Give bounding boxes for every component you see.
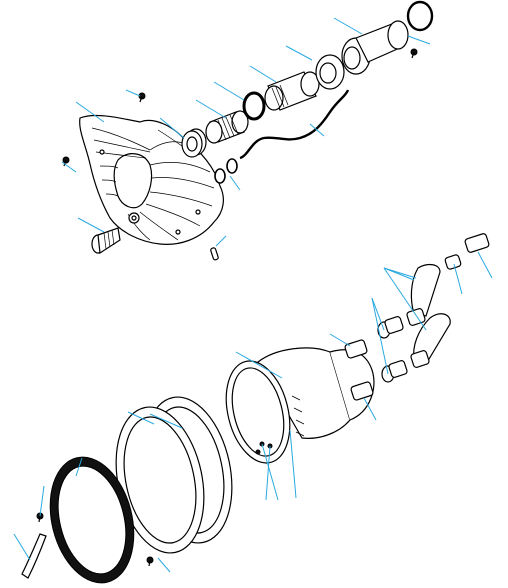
flange-gaskets	[115, 396, 233, 554]
nut	[315, 54, 345, 90]
short-hose	[21, 533, 47, 579]
pump-body	[225, 347, 375, 464]
hose-fittings	[344, 233, 490, 401]
ring-gear-tube	[264, 71, 320, 111]
threaded-sleeve	[205, 110, 249, 144]
small-o-rings	[214, 158, 238, 184]
wire-cable	[239, 89, 350, 160]
upper-leader-lines	[61, 17, 431, 247]
spacer-ring	[181, 128, 207, 158]
lower-screws	[36, 512, 154, 567]
front-ring-seal	[406, 0, 434, 32]
pin	[210, 247, 219, 261]
rear-flange-tube	[341, 20, 409, 75]
o-ring	[242, 91, 266, 121]
black-gasket	[49, 456, 135, 584]
lower-leader-lines	[13, 251, 493, 573]
bolt	[91, 227, 121, 255]
